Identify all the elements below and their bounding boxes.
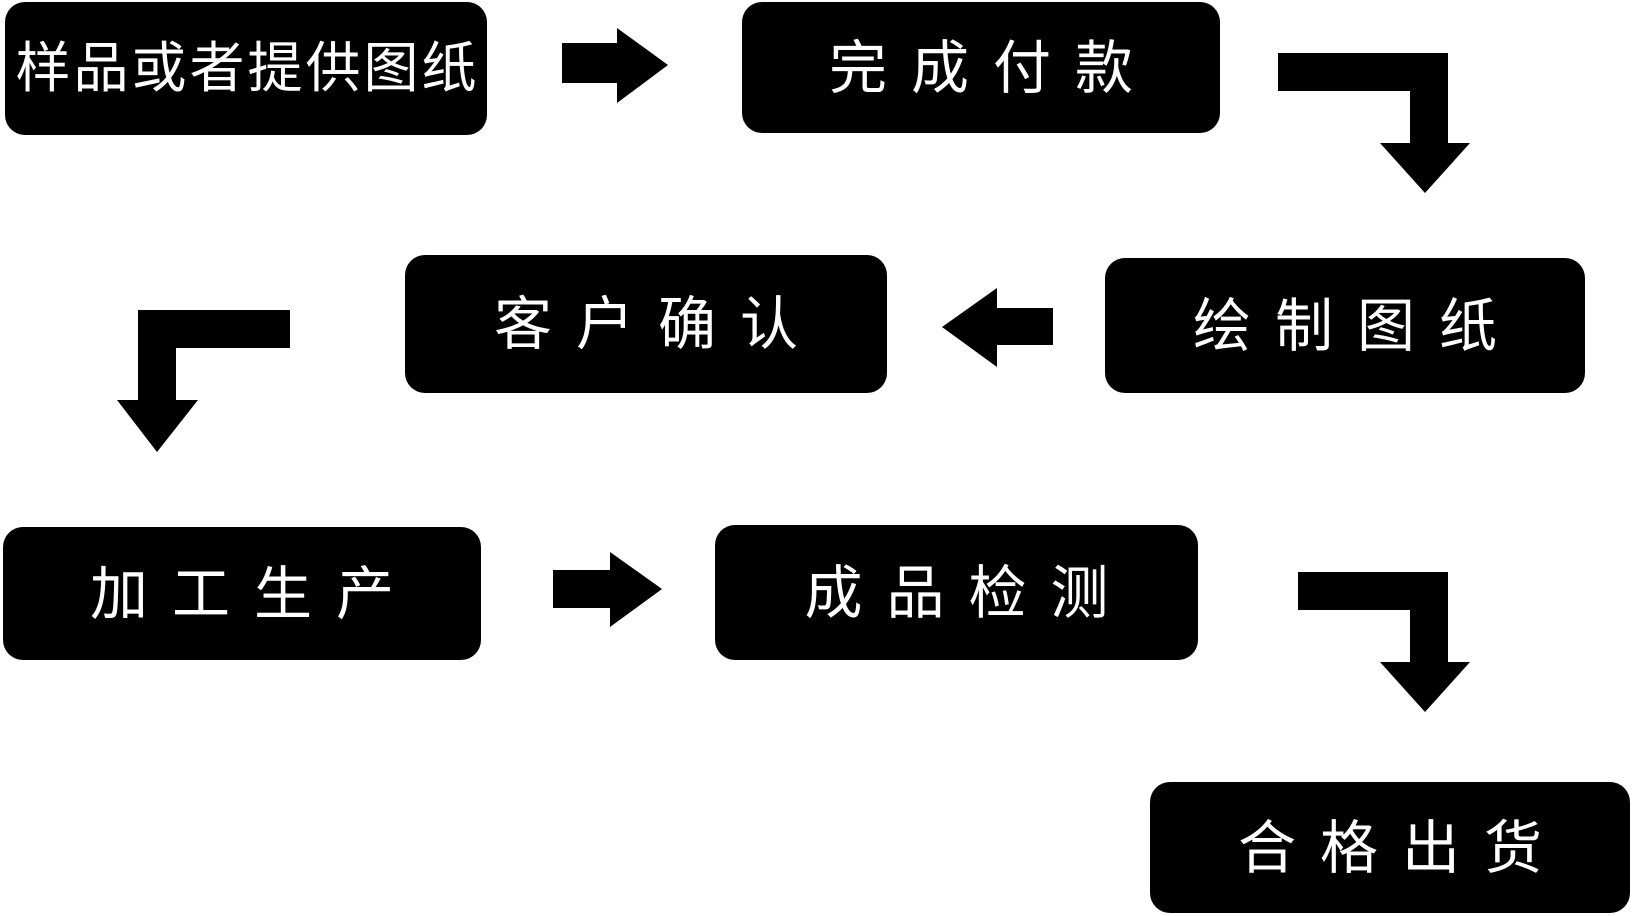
arrow-sample-to-payment-icon bbox=[562, 28, 668, 103]
arrow-payment-to-drawing-icon bbox=[1278, 53, 1470, 193]
flow-node-label: 客户确认 bbox=[493, 290, 822, 358]
arrow-confirm-to-production-icon bbox=[117, 310, 290, 452]
arrow-inspection-to-shipment-icon bbox=[1298, 572, 1470, 712]
flow-node-draw-drawings: 绘制图纸 bbox=[1105, 258, 1585, 393]
flow-node-finished-product-inspection: 成品检测 bbox=[715, 525, 1198, 660]
flow-node-label: 加工生产 bbox=[89, 559, 418, 628]
flow-node-processing-production: 加工生产 bbox=[3, 527, 481, 660]
flow-node-label: 绘制图纸 bbox=[1192, 291, 1521, 360]
flow-node-qualified-shipment: 合格出货 bbox=[1150, 782, 1630, 913]
flow-node-label: 完成付款 bbox=[828, 33, 1157, 102]
flow-node-label: 样品或者提供图纸 bbox=[15, 36, 480, 100]
arrow-production-to-inspection-icon bbox=[553, 552, 662, 627]
flow-node-customer-confirmation: 客户确认 bbox=[405, 255, 887, 393]
flow-node-label: 合格出货 bbox=[1237, 813, 1566, 882]
flow-node-sample-or-drawing: 样品或者提供图纸 bbox=[5, 2, 487, 135]
flow-node-label: 成品检测 bbox=[804, 558, 1133, 627]
flow-node-complete-payment: 完成付款 bbox=[742, 2, 1220, 133]
arrow-drawing-to-confirm-icon bbox=[942, 288, 1053, 367]
